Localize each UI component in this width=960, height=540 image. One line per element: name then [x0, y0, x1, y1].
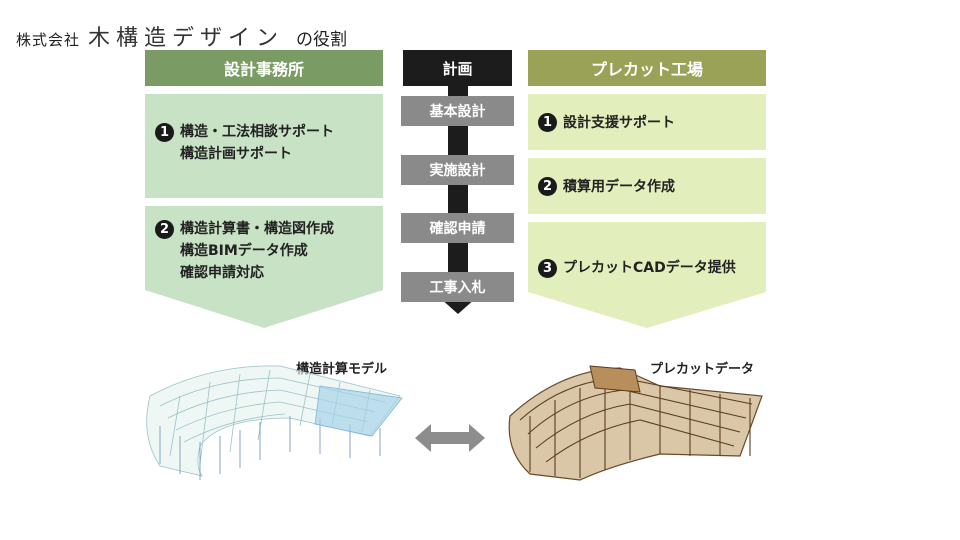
number-1-icon: 1	[538, 113, 557, 133]
left-item-2: 2 構造計算書・構造図作成 構造BIMデータ作成 確認申請対応	[155, 218, 334, 284]
process-arrow	[440, 86, 476, 314]
right-item-1: 1 設計支援サポート	[528, 94, 766, 150]
page-title: 株式会社 木構造デザイン の役割	[16, 20, 347, 52]
right-item-2: 2 積算用データ作成	[528, 158, 766, 214]
structural-model-caption: 構造計算モデル	[296, 362, 388, 377]
precut-data-caption: プレカットデータ	[650, 362, 755, 377]
left-item-2-pentagon	[145, 206, 383, 328]
number-1-icon: 1	[155, 122, 174, 142]
right-item-2-text: 積算用データ作成	[563, 178, 675, 195]
right-item-3-text: プレカットCADデータ提供	[563, 260, 736, 276]
company-name: 木構造デザイン	[88, 26, 285, 51]
number-3-icon: 3	[538, 258, 557, 278]
left-item-2-line-2: 構造BIMデータ作成	[180, 243, 308, 259]
step-detailed-design: 実施設計	[401, 155, 514, 185]
structural-model-image	[146, 365, 403, 480]
right-item-3-pentagon	[528, 222, 766, 328]
step-basic-design: 基本設計	[401, 96, 514, 126]
right-item-3: 3 プレカットCADデータ提供	[538, 257, 736, 278]
left-item-1: 1 構造・工法相談サポート 構造計画サポート	[145, 94, 383, 198]
role-label: の役割	[296, 30, 348, 50]
step-construction-bid: 工事入札	[401, 272, 514, 302]
plan-header: 計画	[403, 50, 512, 86]
company-prefix: 株式会社	[16, 31, 81, 49]
precut-data-image	[508, 365, 763, 481]
left-item-1-line-2: 構造計画サポート	[180, 146, 292, 162]
right-item-1-text: 設計支援サポート	[563, 114, 675, 131]
precut-factory-header: プレカット工場	[528, 50, 766, 86]
number-2-icon: 2	[538, 177, 557, 197]
bidirectional-arrow-icon	[415, 424, 485, 452]
left-item-2-line-3: 確認申請対応	[180, 265, 264, 281]
left-item-2-line-1: 構造計算書・構造図作成	[180, 221, 334, 237]
number-2-icon: 2	[155, 219, 174, 239]
step-permit-application: 確認申請	[401, 213, 514, 243]
design-office-header: 設計事務所	[145, 50, 383, 86]
left-item-1-line-1: 構造・工法相談サポート	[180, 124, 334, 140]
